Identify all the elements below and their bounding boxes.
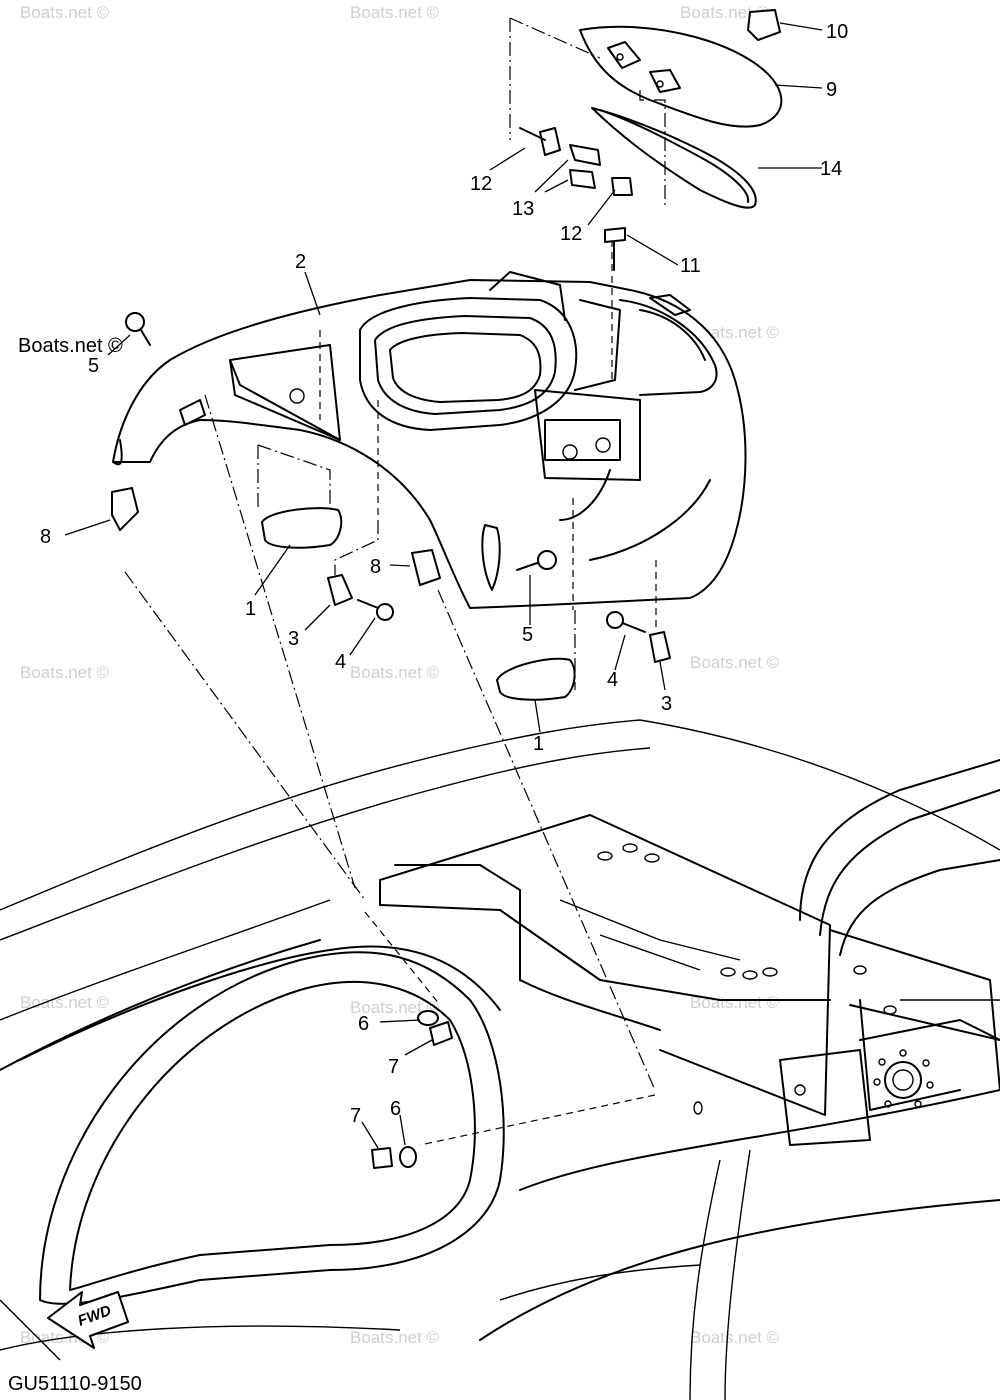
watermark: Boats.net © <box>20 663 110 682</box>
callout-7: 7 <box>388 1056 399 1078</box>
assembly-lines <box>124 17 666 1146</box>
watermark: Boats.net © <box>350 3 440 22</box>
watermarks: Boats.net © Boats.net © Boats.net © Boat… <box>20 3 780 1347</box>
callout-2: 2 <box>295 251 306 273</box>
callout-6: 6 <box>390 1098 401 1120</box>
decal-left <box>261 507 343 549</box>
callout-12: 12 <box>470 173 492 195</box>
callout-12: 12 <box>560 223 582 245</box>
callout-1: 1 <box>533 733 544 755</box>
watermark: Boats.net © <box>20 3 110 22</box>
callout-7: 7 <box>350 1105 361 1127</box>
hull-deck <box>0 719 1000 1400</box>
callout-4: 4 <box>335 651 346 673</box>
callout-8: 8 <box>370 556 381 578</box>
main-cover <box>112 271 747 609</box>
lid-assembly <box>519 9 783 209</box>
callout-3: 3 <box>661 693 672 715</box>
callouts: 10 9 14 12 13 12 11 2 5 8 1 3 4 8 5 4 3 … <box>40 21 848 1127</box>
callout-5: 5 <box>522 624 533 646</box>
watermark: Boats.net © <box>350 663 440 682</box>
watermark: Boats.net © <box>20 993 110 1012</box>
callout-8: 8 <box>40 526 51 548</box>
watermark-main: Boats.net © <box>18 335 123 357</box>
callout-11: 11 <box>680 255 701 277</box>
callout-3: 3 <box>288 628 299 650</box>
watermark: Boats.net © <box>350 1328 440 1347</box>
callout-6: 6 <box>358 1013 369 1035</box>
callout-14: 14 <box>820 158 842 180</box>
callout-9: 9 <box>826 79 837 101</box>
watermark: Boats.net © <box>690 653 780 672</box>
fwd-arrow: FWD <box>47 1291 129 1349</box>
decal-right <box>496 657 576 701</box>
watermark: Boats.net © <box>680 3 770 22</box>
watermark: Boats.net © <box>690 993 780 1012</box>
callout-10: 10 <box>826 21 848 43</box>
fasteners <box>111 227 671 1169</box>
callout-4: 4 <box>607 669 618 691</box>
watermark: Boats.net © <box>690 1328 780 1347</box>
callout-5: 5 <box>88 355 99 377</box>
watermark: Boats.net © <box>350 998 440 1017</box>
callout-13: 13 <box>512 198 534 220</box>
callout-1: 1 <box>245 598 256 620</box>
figure-code: GU51110-9150 <box>8 1373 142 1395</box>
leader-lines <box>64 22 823 1149</box>
